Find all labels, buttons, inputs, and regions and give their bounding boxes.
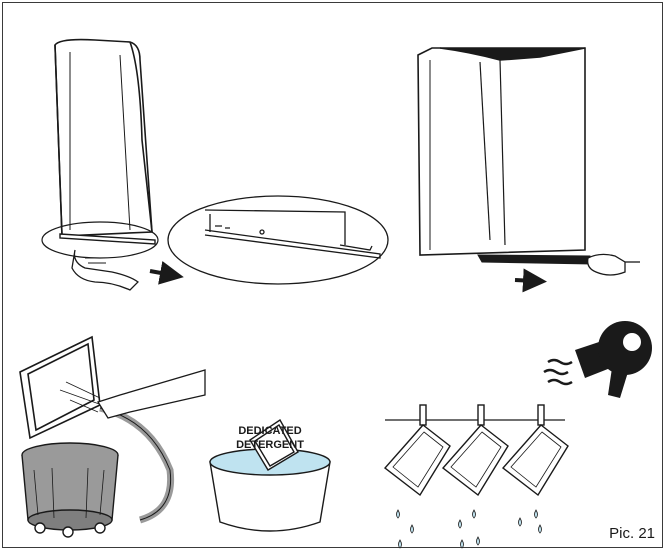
- figure-caption: Pic. 21: [609, 525, 655, 542]
- arm-icon: [98, 370, 205, 418]
- hanging-filter-3: [503, 405, 568, 495]
- hanging-filter-2: [443, 405, 508, 495]
- filter-frame-icon: [20, 337, 102, 438]
- drawer-tray-icon: [478, 255, 592, 264]
- arrow-right-icon-2: [515, 280, 535, 281]
- hanging-filter-1: [385, 405, 450, 495]
- hand-right-icon: [588, 254, 640, 275]
- hair-dryer-icon: [544, 321, 652, 398]
- water-drop-icon: [397, 510, 542, 548]
- unit-cabinet-icon: [418, 48, 585, 255]
- detergent-label-line2: DETERGENT: [236, 439, 304, 451]
- arrow-right-icon: [150, 271, 172, 275]
- filter-tray-icon: [60, 234, 155, 244]
- unit-front-icon: [55, 40, 152, 236]
- detergent-label-line1: DEDICATED: [238, 425, 301, 437]
